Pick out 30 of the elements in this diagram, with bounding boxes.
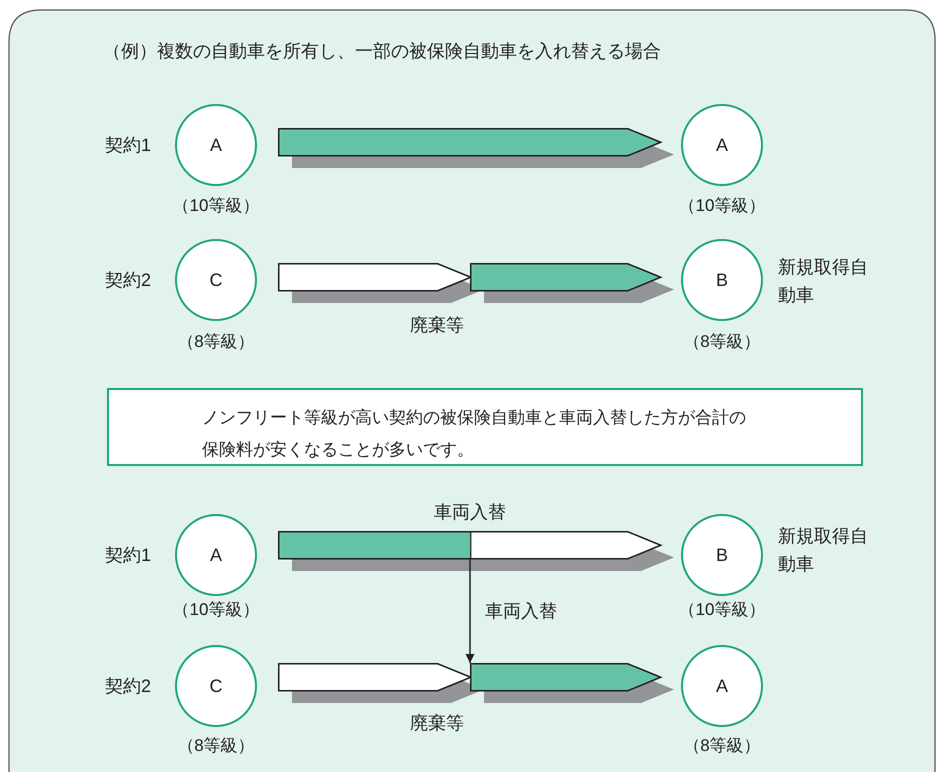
circle-letter: A <box>210 544 222 566</box>
grade-label: （8等級） <box>682 736 762 756</box>
grade-label: （10等級） <box>678 196 766 216</box>
row-label: 契約1 <box>105 545 152 565</box>
grade-label: （8等級） <box>176 332 256 352</box>
note-box <box>107 388 863 466</box>
annotation-label: 廃棄等 <box>409 315 465 335</box>
arrow <box>466 558 474 663</box>
vehicle-note: 新規取得自動車 <box>778 256 868 307</box>
row-label: 契約2 <box>105 676 152 696</box>
circle-letter: B <box>716 270 728 290</box>
edge-label: 車両入替 <box>485 600 557 620</box>
annotation-label: 廃棄等 <box>409 713 465 733</box>
vehicle-note: 新規取得自動車 <box>778 525 868 576</box>
circle-letter: A <box>716 134 728 156</box>
circle-letter: B <box>716 544 728 566</box>
annotation-label: 車両入替 <box>433 502 507 522</box>
circle-letter: A <box>210 134 222 156</box>
grade-label: （8等級） <box>176 736 256 756</box>
grade-label: （8等級） <box>682 332 762 352</box>
grade-label: （10等級） <box>172 196 260 216</box>
grade-label: （10等級） <box>172 600 260 620</box>
title: （例）複数の自動車を所有し、一部の被保険自動車を入れ替える場合 <box>103 41 661 61</box>
row-label: 契約2 <box>105 270 152 290</box>
note-text: ノンフリート等級が高い契約の被保険自動車と車両入替した方が合計の保険料が安くなることが多いです。 <box>202 407 747 461</box>
grade-label: （10等級） <box>678 600 766 620</box>
circle-letter: C <box>210 676 222 696</box>
circle-letter: A <box>716 676 728 696</box>
row-label: 契約1 <box>105 135 152 155</box>
circle-letter: C <box>210 270 222 290</box>
